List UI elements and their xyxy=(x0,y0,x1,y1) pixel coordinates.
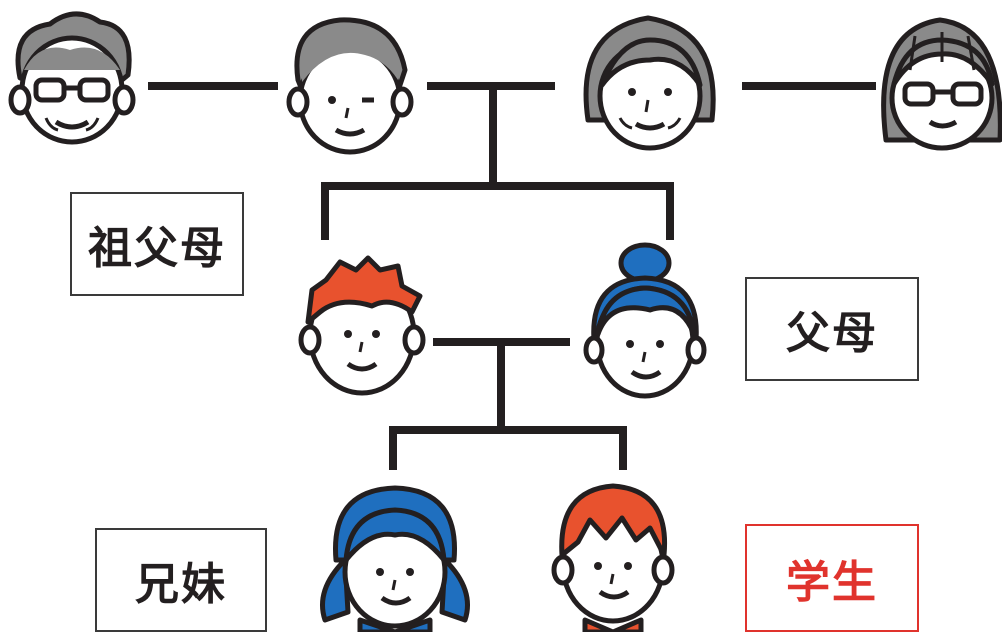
label-parents: 父母 xyxy=(745,277,919,381)
label-grandparents: 祖父母 xyxy=(70,192,244,296)
label-student: 学生 xyxy=(745,524,919,632)
branch-line-parents xyxy=(321,182,674,240)
connector-lines xyxy=(148,82,876,470)
sister-avatar xyxy=(320,485,470,632)
grandfather-left-avatar xyxy=(8,11,136,145)
mother-avatar xyxy=(583,242,707,399)
label-siblings: 兄妹 xyxy=(95,528,267,632)
father-avatar xyxy=(298,255,426,396)
grandfather-right-avatar xyxy=(286,17,414,155)
grandmother-right-avatar xyxy=(881,17,1002,151)
grandmother-left-avatar xyxy=(583,15,716,151)
branch-line-children xyxy=(389,426,627,470)
student-avatar xyxy=(551,483,675,632)
